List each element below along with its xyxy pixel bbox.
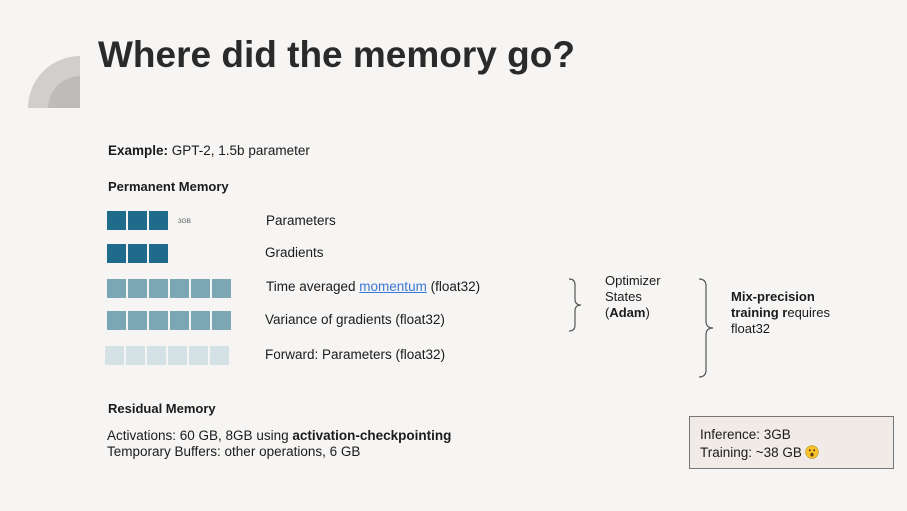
variance-blocks bbox=[107, 311, 231, 330]
example-text: GPT-2, 1.5b parameter bbox=[168, 143, 310, 158]
paren-close: ) bbox=[645, 305, 650, 320]
memory-block bbox=[107, 211, 126, 230]
residual-memory-heading: Residual Memory bbox=[108, 401, 216, 416]
momentum-label-suffix: (float32) bbox=[426, 279, 481, 294]
summary-box: Inference: 3GB Training: ~38 GB bbox=[689, 416, 894, 469]
memory-block bbox=[128, 311, 147, 330]
memory-block bbox=[189, 346, 208, 365]
variance-label: Variance of gradients (float32) bbox=[265, 312, 445, 327]
memory-block bbox=[168, 346, 187, 365]
memory-block bbox=[210, 346, 229, 365]
mix-precision-rest: equires bbox=[787, 305, 830, 320]
gradients-blocks bbox=[107, 244, 168, 263]
optimizer-line3: (Adam) bbox=[605, 305, 661, 321]
optimizer-line1: Optimizer bbox=[605, 273, 661, 288]
mix-precision-line1: Mix-precision bbox=[731, 289, 815, 304]
training-text: Training: ~38 GB bbox=[700, 445, 802, 460]
memory-block bbox=[170, 311, 189, 330]
momentum-label: Time averaged momentum (float32) bbox=[266, 279, 480, 294]
activations-line: Activations: 60 GB, 8GB using activation… bbox=[107, 428, 451, 443]
inference-line: Inference: 3GB bbox=[700, 427, 791, 442]
memory-block bbox=[191, 279, 210, 298]
temporary-buffers-line: Temporary Buffers: other operations, 6 G… bbox=[107, 444, 361, 459]
memory-block bbox=[107, 311, 126, 330]
paren-open: ( bbox=[605, 305, 610, 320]
example-line: Example: GPT-2, 1.5b parameter bbox=[108, 143, 310, 158]
memory-block bbox=[170, 279, 189, 298]
forward-parameters-blocks bbox=[105, 346, 229, 365]
optimizer-states-label: Optimizer States (Adam) bbox=[605, 273, 661, 321]
mix-precision-bold: training r bbox=[731, 305, 788, 320]
parameters-label: Parameters bbox=[266, 213, 336, 228]
memory-block bbox=[128, 279, 147, 298]
memory-block bbox=[212, 279, 231, 298]
memory-block bbox=[212, 311, 231, 330]
memory-block bbox=[149, 211, 168, 230]
permanent-memory-heading: Permanent Memory bbox=[108, 179, 229, 194]
memory-block bbox=[191, 311, 210, 330]
slide-title: Where did the memory go? bbox=[98, 34, 575, 75]
optimizer-line2: States bbox=[605, 289, 642, 304]
mix-precision-note: Mix-precision training requires float32 bbox=[731, 289, 830, 337]
memory-block bbox=[105, 346, 124, 365]
memory-block bbox=[128, 244, 147, 263]
mix-precision-line3: float32 bbox=[731, 321, 771, 336]
mix-precision-line2: training requires bbox=[731, 305, 830, 321]
quarter-circle-decoration bbox=[28, 56, 80, 108]
right-brace-icon bbox=[698, 278, 714, 378]
momentum-blocks bbox=[107, 279, 231, 298]
memory-block bbox=[107, 244, 126, 263]
memory-block bbox=[147, 346, 166, 365]
activations-prefix: Activations: 60 GB, 8GB using bbox=[107, 428, 293, 443]
memory-block bbox=[149, 244, 168, 263]
training-line: Training: ~38 GB bbox=[700, 445, 819, 460]
memory-block bbox=[128, 211, 147, 230]
parameters-blocks bbox=[107, 211, 168, 230]
memory-block bbox=[149, 279, 168, 298]
momentum-label-prefix: Time averaged bbox=[266, 279, 360, 294]
memory-block bbox=[107, 279, 126, 298]
gradients-label: Gradients bbox=[265, 245, 324, 260]
right-brace-icon bbox=[568, 278, 582, 332]
example-label: Example: bbox=[108, 143, 169, 158]
momentum-link[interactable]: momentum bbox=[359, 279, 427, 294]
astonished-face-icon bbox=[805, 445, 819, 459]
memory-block bbox=[149, 311, 168, 330]
memory-block bbox=[126, 346, 145, 365]
activation-checkpointing-term: activation-checkpointing bbox=[292, 428, 452, 443]
adam-label: Adam bbox=[609, 305, 646, 320]
forward-parameters-label: Forward: Parameters (float32) bbox=[265, 347, 446, 362]
size-note: 3GB bbox=[178, 218, 192, 225]
